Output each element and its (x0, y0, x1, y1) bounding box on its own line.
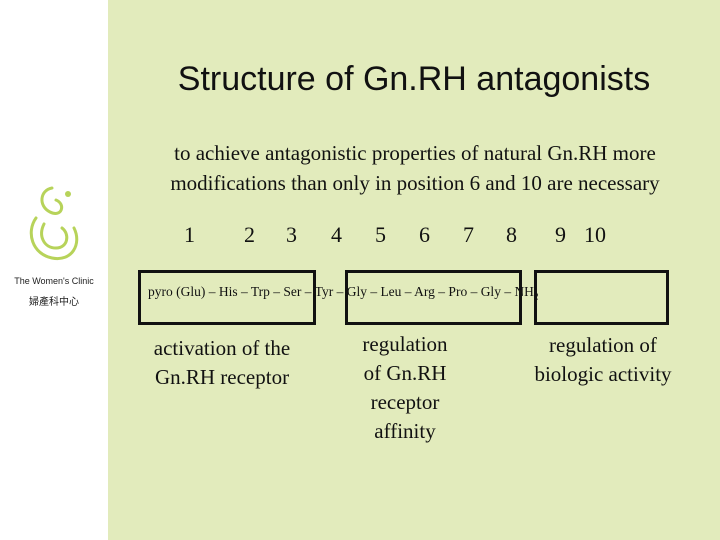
position-number: 10 (584, 222, 606, 247)
highlight-box-right (534, 270, 669, 325)
annotation-line: regulation (362, 332, 448, 356)
position-number: 9 (555, 222, 566, 247)
annotation-right: regulation of biologic activity (512, 331, 694, 389)
annotation-line: affinity (374, 419, 436, 443)
sidebar: The Women's Clinic 婦產科中心 (0, 0, 108, 540)
position-number: 8 (506, 222, 517, 247)
annotation-line: of Gn.RH (363, 361, 447, 385)
highlight-box-left (138, 270, 316, 325)
sequence-text: pyro (Glu) – His – Trp – Ser – Tyr – Gly… (148, 284, 534, 299)
annotation-left: activation of the Gn.RH receptor (128, 334, 316, 392)
position-number: 3 (286, 222, 297, 247)
clinic-name-zh: 婦產科中心 (29, 297, 79, 308)
annotation-line: regulation of (549, 333, 657, 357)
annotation-line: receptor (370, 390, 440, 414)
clinic-logo-icon (29, 186, 79, 261)
annotation-line: Gn.RH receptor (154, 365, 290, 389)
subtitle-line: modifications than only in position 6 an… (170, 171, 660, 195)
position-number: 4 (331, 222, 342, 247)
slide-title: Structure of Gn.RH antagonists (177, 60, 651, 98)
subtitle-line: to achieve antagonistic properties of na… (174, 141, 656, 165)
position-number: 1 (184, 222, 195, 247)
annotation-middle: regulation of Gn.RH receptor affinity (330, 330, 480, 446)
clinic-name-en: The Women's Clinic (14, 276, 94, 286)
highlight-box-middle (345, 270, 522, 325)
slide-subtitle: to achieve antagonistic properties of na… (120, 138, 710, 198)
annotation-line: activation of the (153, 336, 291, 360)
position-number: 2 (244, 222, 255, 247)
annotation-line: biologic activity (534, 362, 672, 386)
position-number: 6 (419, 222, 430, 247)
position-number: 5 (375, 222, 386, 247)
position-number: 7 (463, 222, 474, 247)
